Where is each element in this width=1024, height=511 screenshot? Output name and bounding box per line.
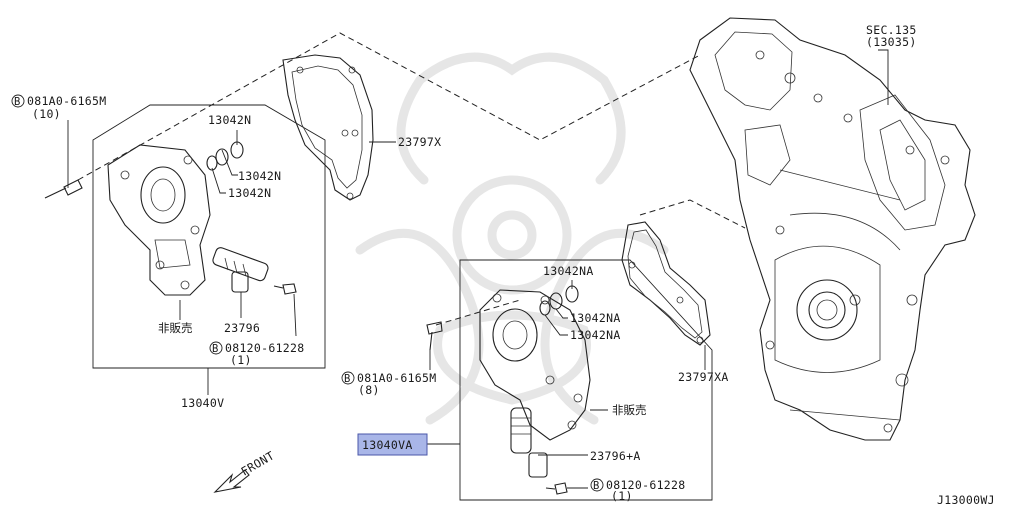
bolt-marker-label: B (593, 480, 599, 492)
right-oring-mid-label: 13042NA (570, 311, 621, 325)
right-solenoid (510, 407, 548, 478)
bolt-marker-icon (590, 478, 604, 492)
left-assembly-label: 13040V (181, 396, 224, 410)
right-not-for-sale-label: 非販売 (612, 403, 647, 417)
right-bolt-bottom-label: 08120-61228 (606, 478, 685, 492)
timing-cover (689, 17, 976, 441)
left-bolt-bottom-qty: (1) (230, 353, 252, 367)
bolt-marker-icon (341, 371, 355, 385)
front-arrow-icon (213, 469, 250, 493)
right-solenoid-label: 23796+A (590, 449, 641, 463)
left-oring-top-label: 13042N (208, 113, 251, 127)
right-bolt-top-qty: (8) (358, 383, 380, 397)
left-cover-plate (107, 144, 211, 296)
highlighted-part-box[interactable] (357, 433, 428, 456)
bolt-marker-label: B (344, 373, 350, 385)
right-bolt-bottom-qty: (1) (611, 489, 633, 503)
right-labels: SEC.135 (13035) 13042NA 13042NA 13042NA … (341, 23, 917, 503)
leader-lines (67, 49, 889, 489)
watermark-logo (355, 52, 669, 425)
section-ref-label: SEC.135 (866, 23, 917, 37)
right-assembly-label[interactable]: 13040VA (362, 438, 413, 452)
right-oring-low-label: 13042NA (570, 328, 621, 342)
bolt-marker-label: B (14, 96, 20, 108)
right-oring-top-label: 13042NA (543, 264, 594, 278)
section-ref-sub: (13035) (866, 35, 917, 49)
bolt-marker-icon (11, 94, 25, 108)
right-bolt-top-label: 081A0-6165M (357, 371, 436, 385)
right-gasket-label: 23797XA (678, 370, 729, 384)
bolt-marker-label: B (212, 343, 218, 355)
left-gasket-label: 23797X (398, 135, 441, 149)
diagram-code: J13000WJ (937, 493, 995, 507)
left-oring-mid-label: 13042N (238, 169, 281, 183)
dashed-guide-lines (77, 32, 746, 326)
left-gasket (282, 54, 374, 201)
left-oring-low-label: 13042N (228, 186, 271, 200)
left-orings (206, 141, 244, 171)
left-solenoid (212, 247, 269, 293)
front-label: FRONT (239, 448, 277, 478)
left-bolt-top-label: 081A0-6165M (27, 94, 106, 108)
left-bolt-top-qty: (10) (32, 107, 61, 121)
left-bolts (44, 179, 297, 295)
right-bolts (426, 321, 568, 495)
right-assembly-frame (459, 259, 713, 501)
left-solenoid-label: 23796 (224, 321, 260, 335)
right-gasket (621, 221, 711, 346)
right-cover-plate (479, 289, 591, 441)
bolt-marker-icon (209, 341, 223, 355)
left-not-for-sale-label: 非販売 (158, 321, 193, 335)
left-assembly-frame (92, 104, 326, 369)
left-bolt-bottom-label: 08120-61228 (225, 341, 304, 355)
left-labels: B 081A0-6165M (10) 13042N 13042N 13042N … (11, 94, 441, 410)
